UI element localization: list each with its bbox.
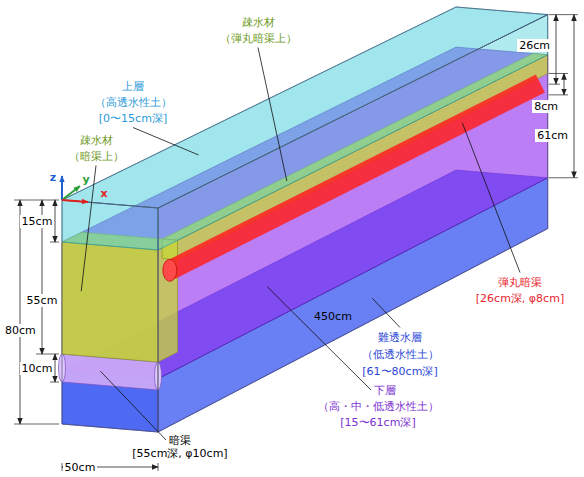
extension-line [50,382,59,383]
drain-fill-material-front [62,242,158,362]
extension-line [50,242,59,243]
axis-label: z [50,171,56,184]
column-outline [62,200,158,432]
leader-line [267,287,371,390]
dimension-line [55,200,56,242]
axis-label: y [82,173,89,186]
dimension-line [556,15,557,85]
dimension-label: 55cm [25,294,60,307]
material-label: 疎水材 [80,134,113,147]
layer-label: 下層 [374,384,396,397]
extension-line [549,94,568,95]
leader-line [100,371,166,440]
extension-line [14,200,59,201]
z-axis [61,176,63,200]
extension-line [14,424,59,425]
material-label: 疎水材 [242,16,275,29]
depth-label: [55cm深, φ10cm] [132,447,227,460]
layer-label: （高・中・低透水性土） [318,400,439,413]
upper-layer-front [62,200,158,250]
layer-label: 上層 [122,80,144,93]
dimension-label: 50cm [63,461,98,474]
leader-line [258,48,287,182]
drain-label: 暗渠 [169,434,191,447]
leader-line [462,123,520,273]
depth-label: [0〜15cm深] [99,112,167,125]
layer-label: 難透水層 [378,331,422,344]
dimension-line [564,73,565,94]
column-outline [158,15,548,432]
dimension-line [574,15,575,178]
layer-label: （高透水性土） [95,96,172,109]
dimension-label: 10cm [20,362,55,375]
axis-label: x [100,187,107,200]
y-axis [62,186,80,200]
upper-layer-top [62,7,548,208]
extension-line [549,84,560,85]
drain-label: 弾丸暗渠 [498,276,542,289]
mole-drain-end [163,259,177,281]
dimension-label: 26cm [517,39,552,52]
soil-column [59,7,548,432]
leader-line [81,166,96,292]
dimension-label: 15cm [20,215,55,228]
leader-line [133,128,198,155]
column-outline [62,7,548,208]
material-label: （弾丸暗渠上） [220,32,297,45]
dimension-label: 8cm [532,100,560,113]
material-label: （暗渠上） [69,150,124,163]
leader-line [372,298,400,327]
depth-label: [61〜80cm深] [362,365,437,378]
leader-lines [81,48,520,441]
dimension-label: 80cm [3,324,38,337]
extension-line [549,73,568,74]
depth-label: [26cm深, φ8cm] [476,292,564,305]
depth-label: [15〜61cm深] [340,416,415,429]
dimension-label: 450cm [314,310,352,323]
x-axis [62,200,88,202]
extension-line [36,354,59,355]
dimension-label: 61cm [535,129,570,142]
dimensions [14,15,578,471]
dimension-line [55,354,56,382]
layer-label: （低透水性土） [362,348,439,361]
dimension-line [20,200,21,424]
